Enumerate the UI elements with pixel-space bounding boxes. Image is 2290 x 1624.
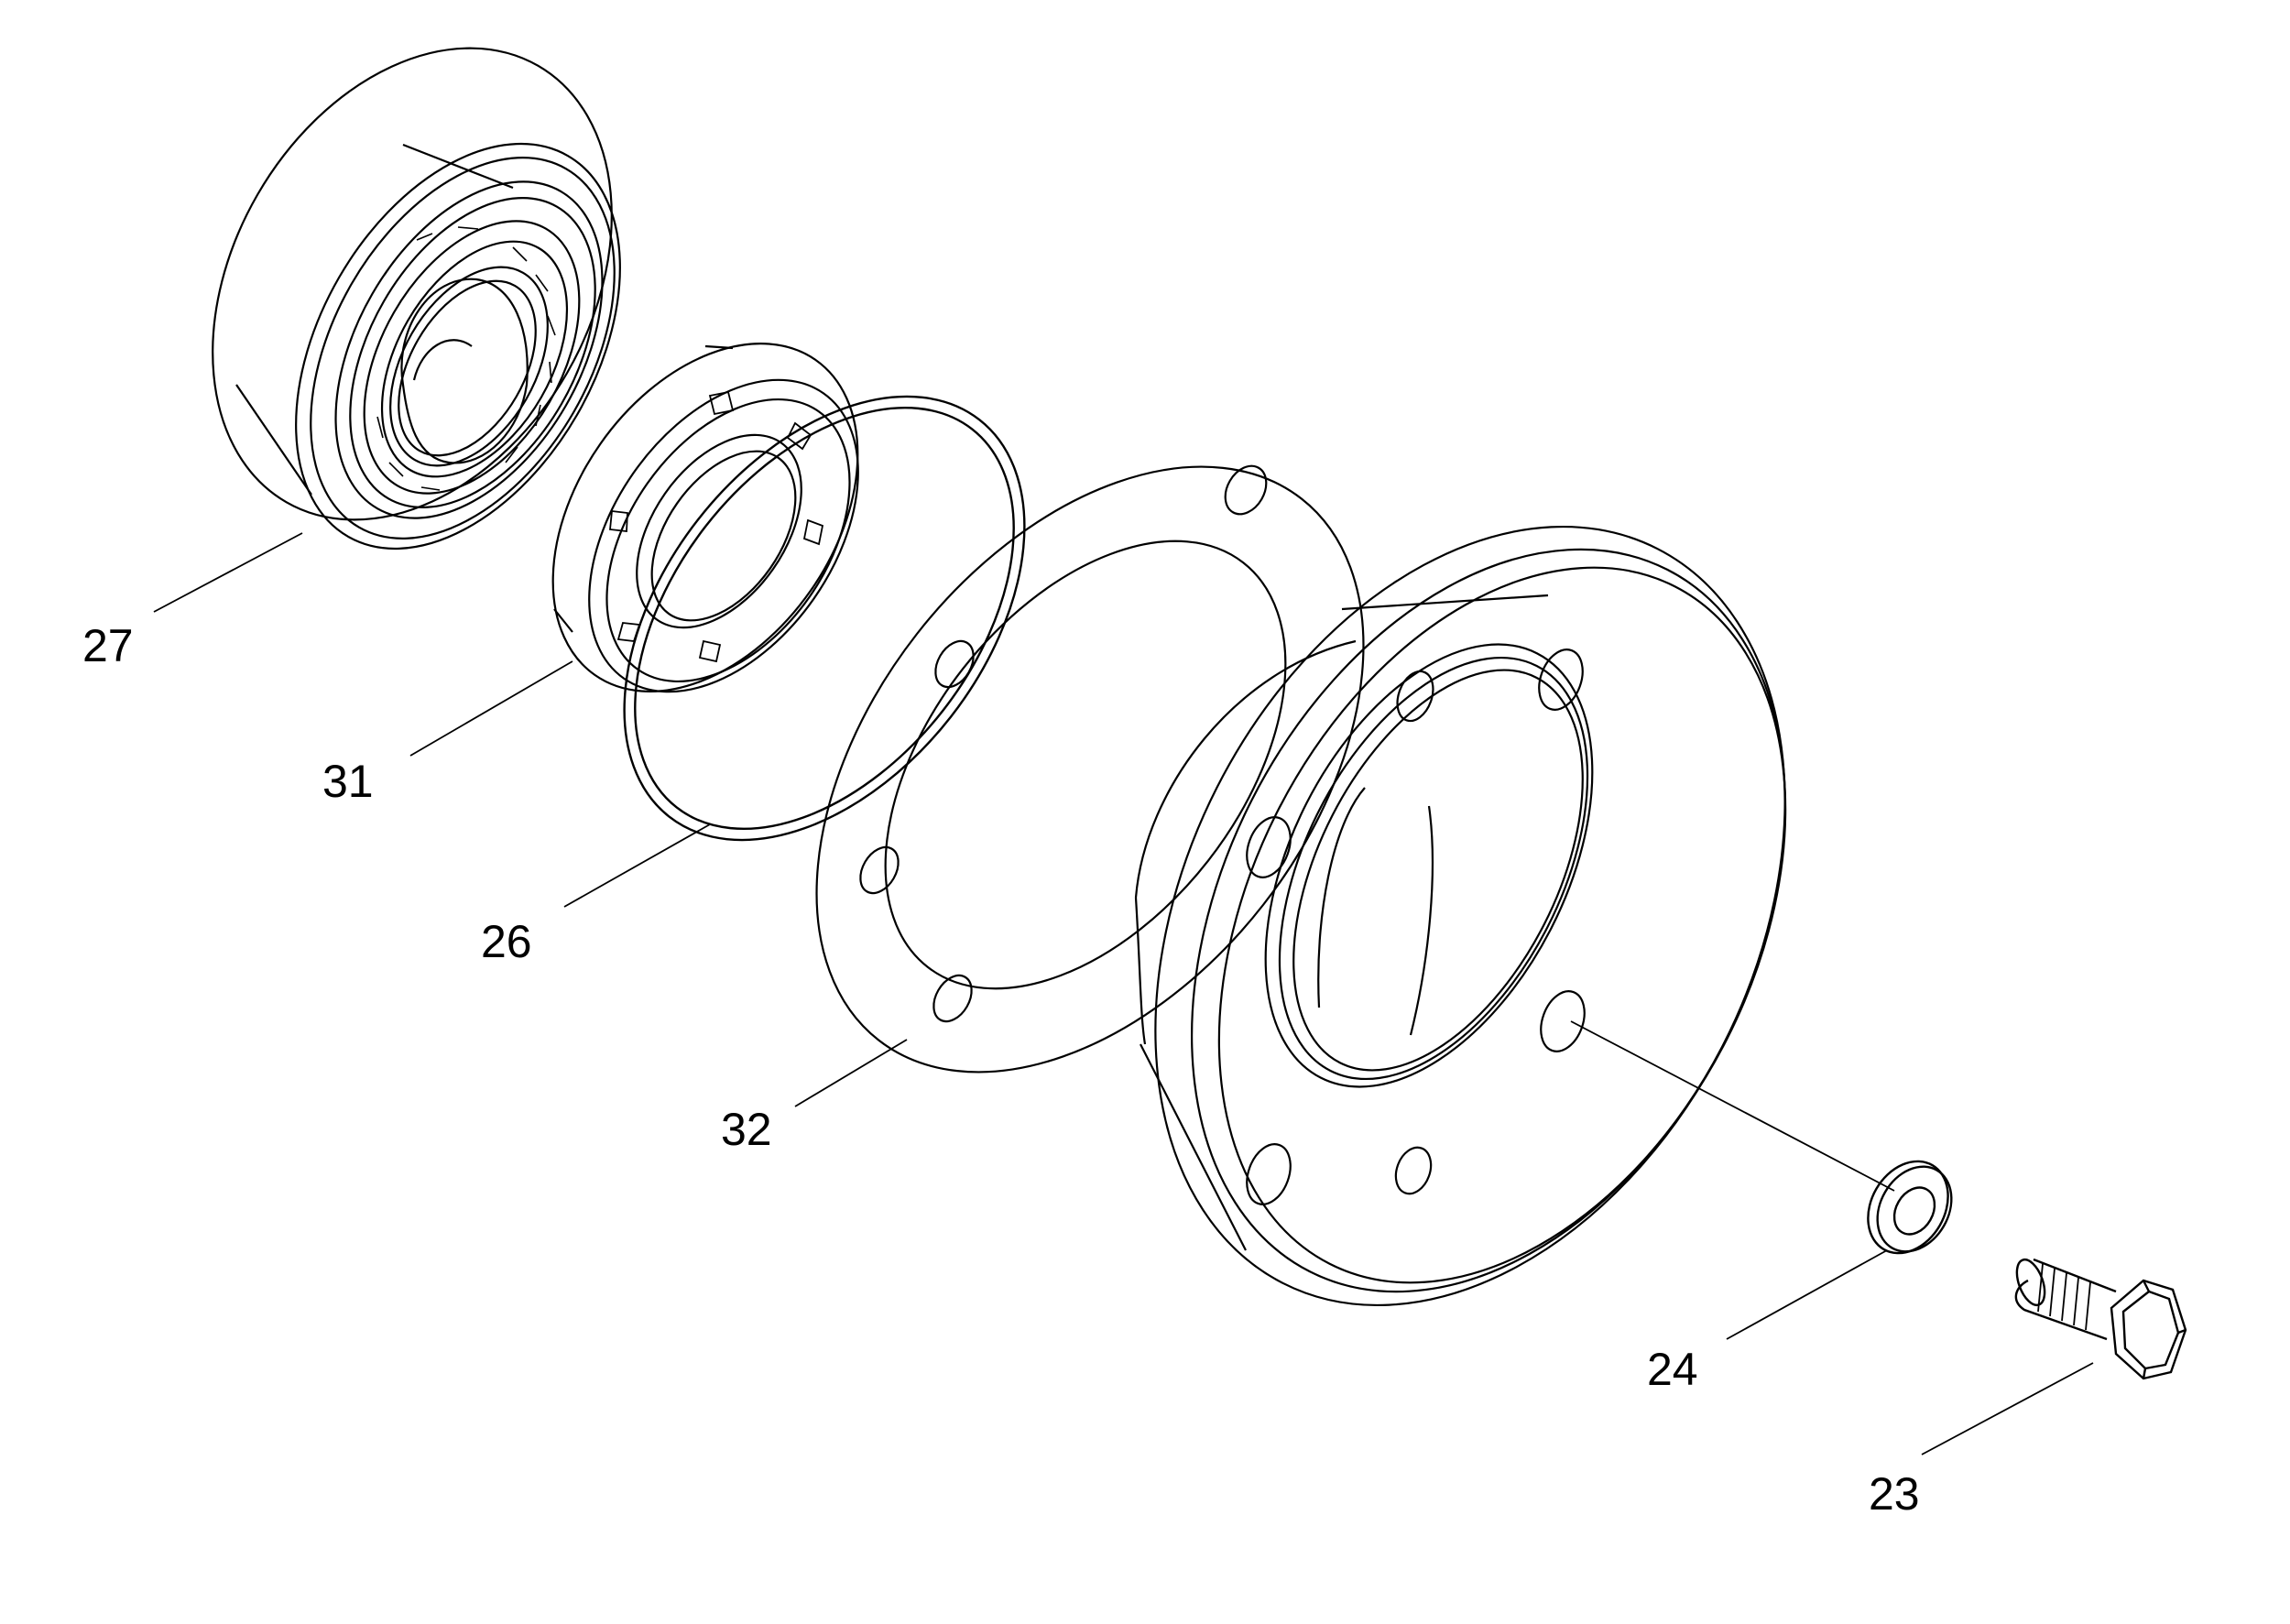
callout-label-26: 26	[481, 916, 532, 967]
callout-label-24: 24	[1647, 1344, 1698, 1395]
hex-bolt-icon	[2012, 1256, 2186, 1379]
oil-seal-icon	[490, 287, 921, 749]
callout-labels: 27 31 26 32 24 23	[82, 620, 1920, 1520]
leader-lines	[153, 532, 2094, 1455]
callout-label-23: 23	[1869, 1468, 1920, 1520]
bearing-flange-housing-icon	[1030, 420, 1910, 1411]
leader-line-32	[794, 1039, 908, 1107]
leader-line-26	[563, 823, 711, 908]
leader-line-23	[1921, 1362, 2094, 1455]
callout-label-27: 27	[82, 620, 134, 671]
leader-line-31	[409, 660, 573, 757]
o-ring-icon	[543, 322, 1106, 916]
callout-label-31: 31	[322, 756, 374, 807]
leader-line-24	[1726, 1249, 1888, 1340]
washer-icon	[1852, 1147, 1967, 1268]
flat-gasket-icon	[705, 364, 1475, 1176]
roller-bearing-icon	[132, 0, 693, 605]
leader-line-27	[153, 532, 303, 613]
callout-label-32: 32	[721, 1104, 772, 1155]
leader-line-24-top	[1570, 1020, 1895, 1192]
